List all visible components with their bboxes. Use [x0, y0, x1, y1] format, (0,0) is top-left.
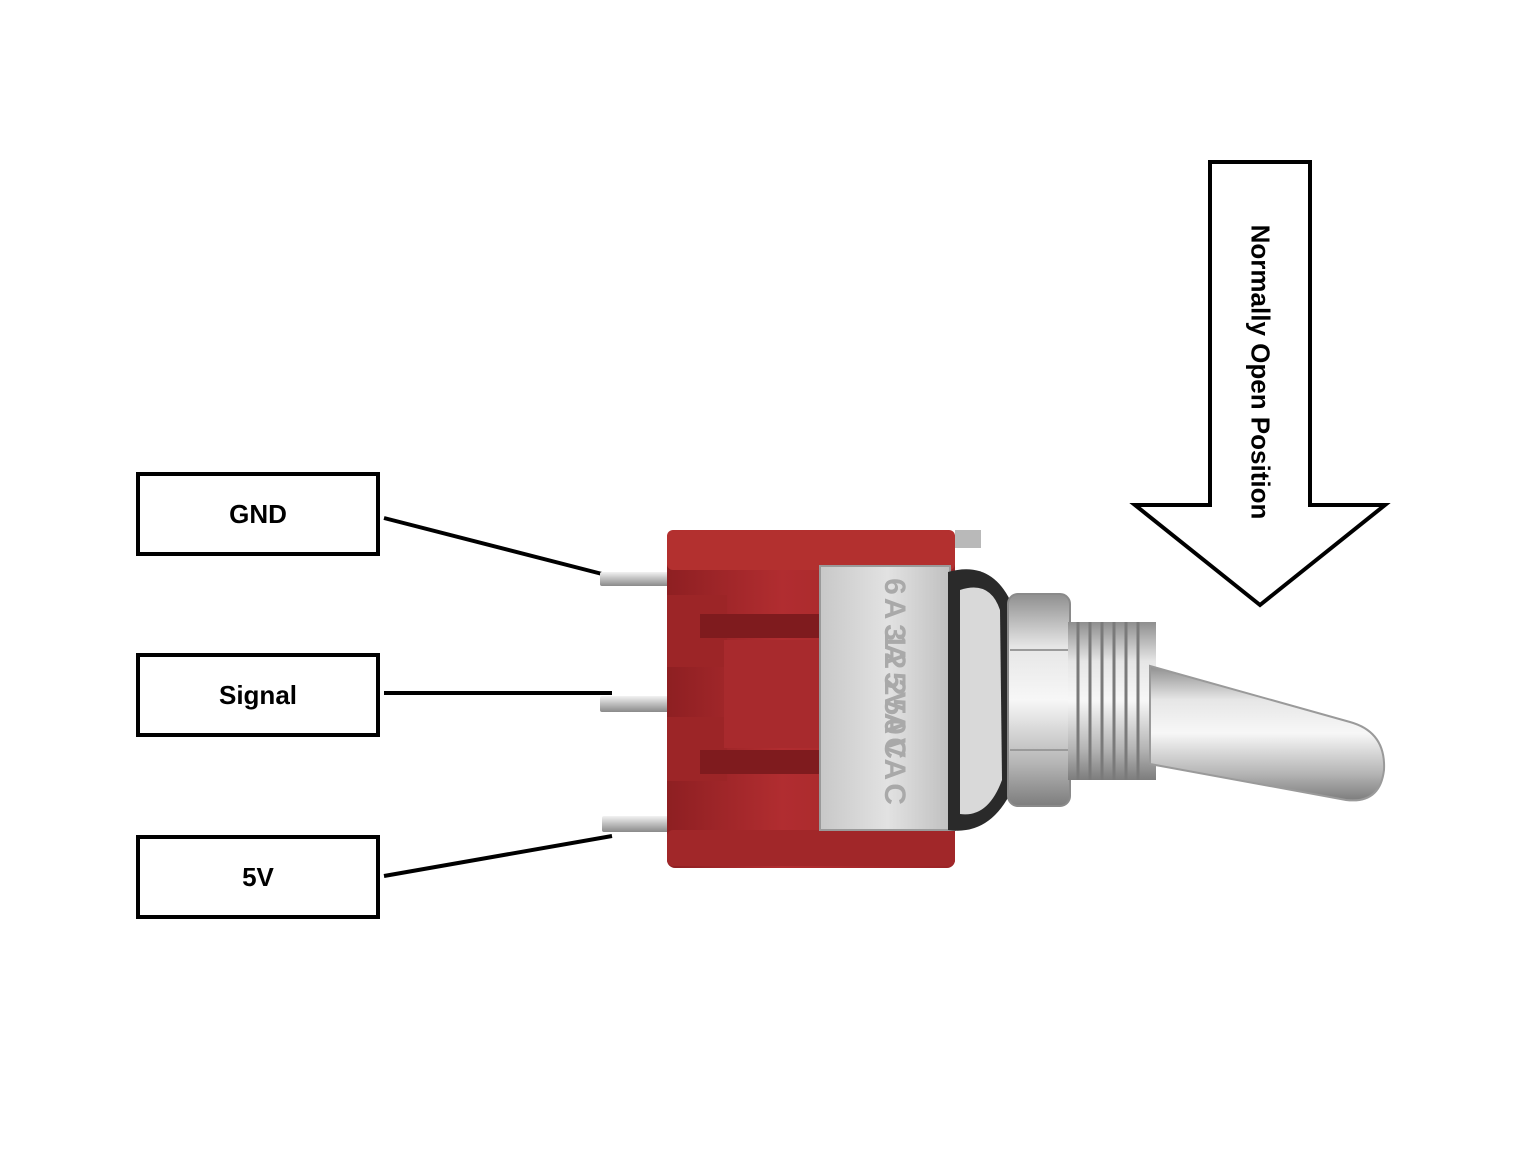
- threaded-shaft: [1068, 622, 1156, 780]
- gnd-leader-line: [383, 516, 611, 578]
- signal-label-box: Signal: [136, 653, 380, 737]
- gnd-label-box: GND: [136, 472, 380, 556]
- toggle-lever: [1149, 664, 1386, 802]
- 5v-label: 5V: [242, 861, 274, 892]
- rating-marking-line2: 6A 125VAC: [878, 578, 911, 762]
- gnd-label: GND: [229, 498, 287, 529]
- rating-marking-line1: 3A 250VAC: [878, 624, 911, 808]
- hex-nut: [1007, 593, 1071, 807]
- 5v-leader-line: [383, 834, 613, 878]
- normally-open-position-label: Normally Open Position: [1245, 224, 1276, 520]
- rating-plate: 3A 250VAC 6A 125VAC: [819, 530, 981, 831]
- 5v-label-box: 5V: [136, 835, 380, 919]
- normally-open-arrow: [1129, 160, 1391, 608]
- signal-label: Signal: [218, 679, 297, 710]
